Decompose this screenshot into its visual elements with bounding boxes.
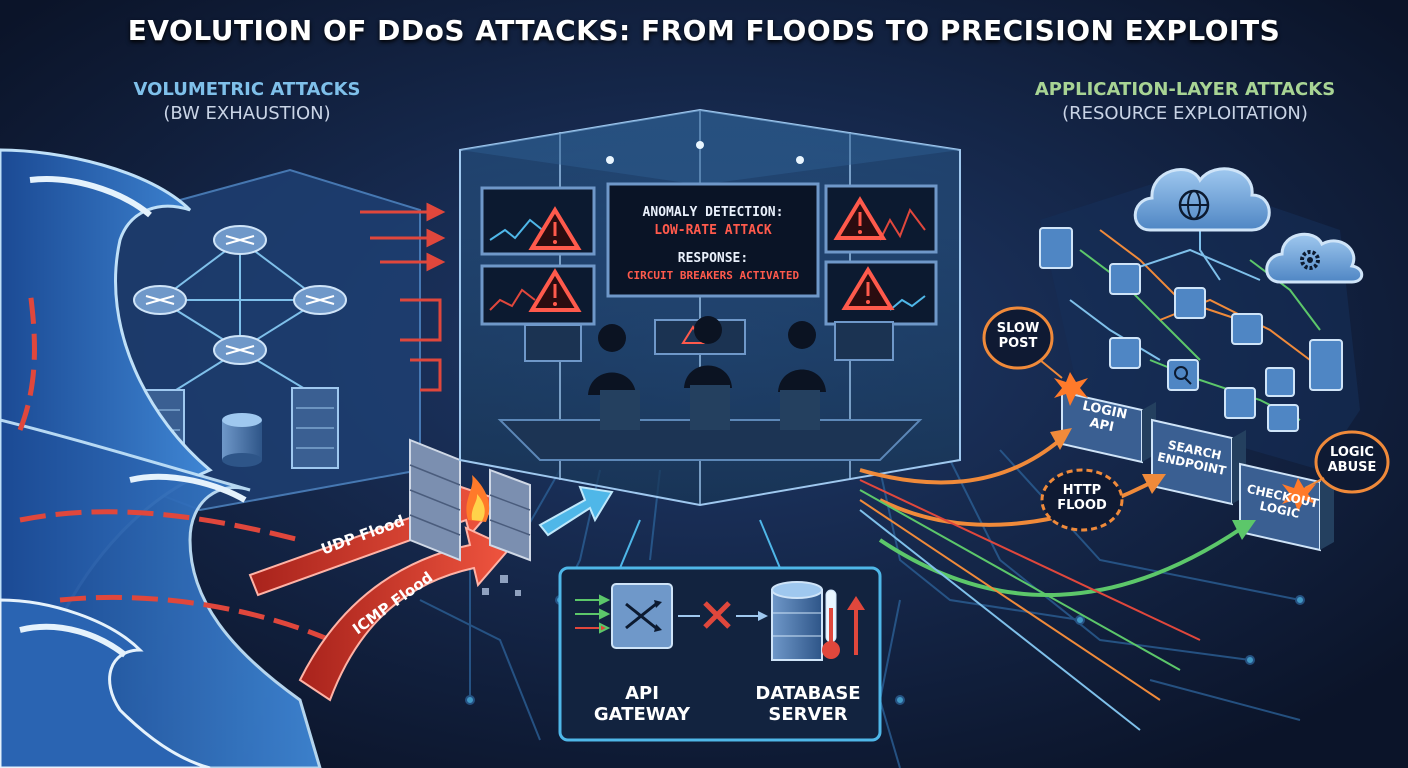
database-server-label: DATABASE SERVER [748,683,868,725]
slow-post-callout [982,306,1063,379]
slow-post-line2: POST [998,335,1038,351]
api-gateway-line2: GATEWAY [593,703,691,725]
volumetric-attacks-title: VOLUMETRIC ATTACKS [133,79,361,100]
page-title: EVOLUTION OF DDoS ATTACKS: FROM FLOODS T… [127,14,1281,47]
warning-icon [841,266,895,310]
logic-abuse-line1: LOGIC [1330,445,1374,460]
database-server-line2: SERVER [768,703,848,725]
search-endpoint-block [1151,418,1246,506]
database-server-line1: DATABASE [755,683,861,704]
logic-abuse-callout [1304,430,1390,494]
logic-abuse-flow [878,520,1256,598]
http-flood-line1: HTTP [1062,483,1102,498]
circuit-breakers-label: CIRCUIT BREAKERS ACTIVATED [626,269,800,282]
database-icon [222,413,262,467]
http-flood-label: HTTP FLOOD [1048,483,1116,514]
pipeline-panel [558,519,882,742]
thermometer-icon [822,589,840,659]
app-layer-network [1039,175,1360,470]
database-server-icon [771,581,823,661]
router-icon [293,285,347,315]
anomaly-screen [606,182,820,298]
server-rack-icon [291,387,339,469]
application-layer-attacks-heading: APPLICATION-LAYER ATTACKS (RESOURCE EXPL… [1020,78,1350,126]
wave-currents [17,289,331,643]
magnifier-icon [1174,366,1192,385]
warning-icon [833,196,887,240]
slow-post-flow [859,428,1072,485]
cloud-gear-icon [1265,232,1364,284]
logic-abuse-label: LOGIC ABUSE [1322,445,1382,476]
cube-node-icon [1039,227,1343,432]
logic-abuse-line2: ABUSE [1327,459,1377,475]
low-rate-attack-label: LOW-RATE ATTACK [654,223,772,238]
filtered-traffic-arrow [538,485,614,537]
slow-post-line1: SLOW [996,321,1040,336]
volumetric-attacks-subtitle: (BW EXHAUSTION) [163,103,331,124]
rising-arrow-icon [847,596,865,655]
warning-icon [528,268,582,312]
router-icon [133,285,187,315]
warning-icon [528,206,582,250]
http-streams [859,479,1201,731]
gateway-switch-icon [611,583,673,649]
impact-spark-icon [1282,478,1316,512]
login-api-block [1061,390,1156,464]
application-layer-attacks-subtitle: (RESOURCE EXPLOITATION) [1062,103,1308,124]
http-flood-line2: FLOOD [1057,497,1107,513]
api-gateway-label: API GATEWAY [592,683,692,725]
impact-spark-icon [1054,372,1088,406]
flood-waves [0,148,322,768]
soc-operators [524,316,894,430]
cloud-globe-icon [1133,167,1271,232]
incoming-request-arrows [575,594,611,634]
volumetric-attacks-heading: VOLUMETRIC ATTACKS (BW EXHAUSTION) [112,78,382,126]
router-icon [213,335,267,365]
application-layer-attacks-title: APPLICATION-LAYER ATTACKS [1034,79,1336,100]
response-label: RESPONSE: [677,251,749,266]
api-gateway-line1: API [625,683,659,704]
slow-post-label: SLOW POST [990,321,1046,352]
incoming-traffic-arrows [360,202,446,392]
firewall-icon [409,438,531,596]
http-flood-callout [1040,468,1124,532]
router-icon [213,225,267,255]
blocked-x-icon [703,601,731,629]
anomaly-detection-label: ANOMALY DETECTION: [642,205,784,220]
